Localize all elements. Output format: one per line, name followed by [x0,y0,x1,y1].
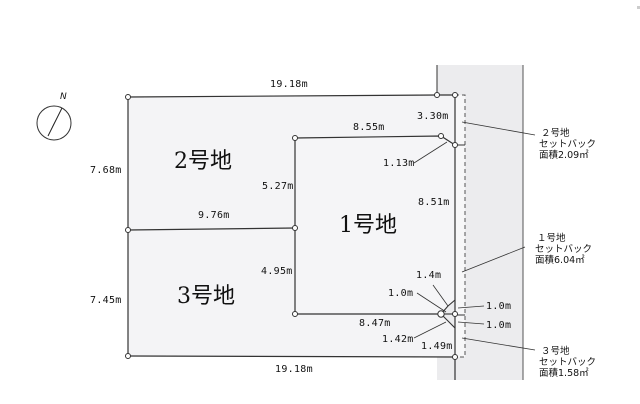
dim-left-upper: 7.68m [90,165,122,176]
leader-1-0-right-upper [457,305,485,309]
dim-bottom: 19.18m [275,364,313,375]
leader-1-4 [432,284,449,307]
lot-boundary-bottom [127,355,456,358]
dim-top: 19.18m [270,79,308,90]
lot-2-area [128,95,455,230]
lot-1-corner-cut [440,299,456,329]
setback-strip [455,95,465,357]
leader-lot2-setback [461,121,536,136]
dim-divider: 9.76m [198,210,230,221]
dim-corner-1-0-right-upper: 1.0m [486,301,512,312]
dim-corner-1-4: 1.4m [416,270,442,281]
leader-1-0-right-lower [457,321,485,325]
setback-note-lot2: ２号地 セットバック 面積2.09㎡ [539,128,596,161]
dim-lot2-right: 3.30m [417,111,449,122]
leader-1-13 [413,141,448,164]
leader-1-42 [413,321,447,339]
dim-corner-top: 1.13m [383,158,415,169]
setback-lot3-lot: ３号地 [541,346,570,357]
corner-markers [125,92,458,360]
lot-1-label: 1号地 [339,213,397,238]
lot-1-area [295,136,455,314]
setback-lot2-title: セットバック [539,139,597,150]
north-label: N [60,92,67,102]
dim-corner-1-0-right-lower: 1.0m [486,320,512,331]
dim-lot1-bottom: 8.47m [359,318,391,329]
dim-lot1-left-lower: 4.95m [261,266,293,277]
dim-corner-1-42: 1.42m [382,334,414,345]
lot-2-3-divider [127,227,296,231]
dim-lot1-left-upper: 5.27m [262,181,294,192]
setback-lot2-lot: ２号地 [541,128,570,139]
setback-lot1-title: セットバック [535,244,593,255]
setback-lot1-lot: １号地 [537,233,566,244]
setback-note-lot1: １号地 セットバック 面積6.04㎡ [535,233,592,266]
setback-lot3-area: 面積1.58㎡ [539,368,589,379]
lot-3-area [128,228,455,357]
leader-1-0-left [416,292,447,313]
setback-lot2-area: 面積2.09㎡ [539,150,589,161]
dim-lot1-top: 8.55m [353,122,385,133]
dim-lot1-right: 8.51m [418,197,450,208]
setback-line [455,94,466,358]
lot-3-label: 3号地 [177,284,235,309]
lot-2-label: 2号地 [174,149,232,174]
setback-lot3-title: セットバック [539,357,597,368]
dim-lot3-right: 1.49m [421,341,453,352]
north-arrow-icon [36,105,72,141]
setback-note-lot3: ３号地 セットバック 面積1.58㎡ [539,346,596,379]
leader-lot3-setback [461,337,536,351]
leader-lot1-setback [461,246,526,273]
dim-corner-1-0-left: 1.0m [388,288,414,299]
edge-artifact [637,6,640,9]
setback-lot1-area: 面積6.04㎡ [535,255,585,266]
dim-left-lower: 7.45m [90,295,122,306]
